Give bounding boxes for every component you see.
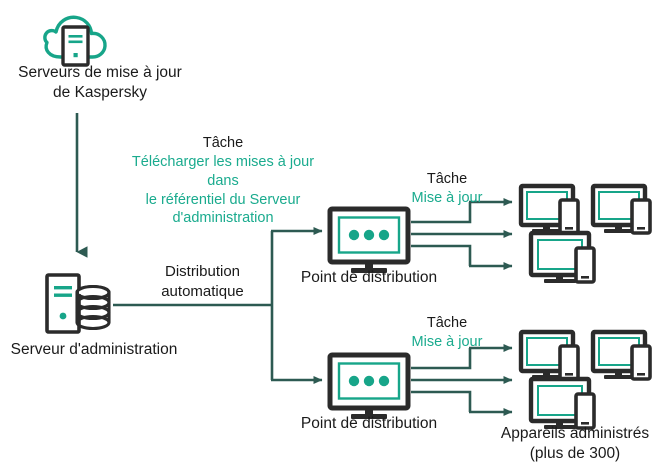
distribution-point-bottom-label-text: Point de distribution [300,415,438,432]
managed-devices-label-line1: Appareils administrés [500,425,650,442]
monitor-dots-icon-top [327,206,411,273]
download-task-heading: Tâche [202,135,244,151]
automatic-distribution-line1: Distribution [164,263,241,280]
monitor-phone-icon-bottom-center [528,376,596,430]
managed-devices-label-line2: (plus de 300) [529,445,621,463]
download-task-line3: le référentiel du Serveur [145,191,301,208]
connector-bottom-distribution-to-devices [411,344,513,416]
administration-server-label: Serveur d'administration [0,340,188,360]
monitor-phone-icon-bottom-right [590,329,652,381]
monitor-phone-icon-bottom-left [518,329,580,381]
kaspersky-update-servers-label-line2: de Kaspersky [53,84,147,102]
automatic-distribution-line2: automatique [161,282,244,300]
update-task-top-heading: Tâche [426,171,468,187]
monitor-phone-icon-top-left [518,183,580,235]
download-task-line2: dans [207,172,239,189]
kaspersky-update-servers-label-line1: Serveurs de mise à jour [18,64,182,81]
update-task-top-line1: Mise à jour [411,189,483,206]
distribution-point-top-label-text: Point de distribution [300,269,438,286]
automatic-distribution-label: Distribution automatique [130,262,275,301]
connector-automatic-distribution [113,227,323,384]
update-task-bottom-line1: Mise à jour [411,333,483,350]
monitor-phone-icon-top-center [528,230,596,284]
update-task-bottom-heading: Tâche [426,315,468,331]
download-task-line4: d'administration [172,210,274,227]
managed-devices-label: Appareils administrés (plus de 300) [490,424,660,464]
download-task-label: Tâche Télécharger les mises à jour dans … [78,134,368,228]
administration-server-label-text: Serveur d'administration [10,341,178,358]
cloud-server-icon [43,15,107,67]
connector-top-distribution-to-devices [411,198,513,270]
update-task-bottom-label: Tâche Mise à jour [382,314,512,352]
download-task-line1: Télécharger les mises à jour [131,153,315,170]
distribution-point-top-label: Point de distribution [294,268,444,288]
monitor-dots-icon-bottom [327,352,411,419]
monitor-phone-icon-top-right [590,183,652,235]
update-task-top-label: Tâche Mise à jour [382,170,512,208]
server-database-icon [45,273,111,334]
distribution-point-bottom-label: Point de distribution [294,414,444,434]
kaspersky-update-servers-label: Serveurs de mise à jour de Kaspersky [0,63,200,103]
